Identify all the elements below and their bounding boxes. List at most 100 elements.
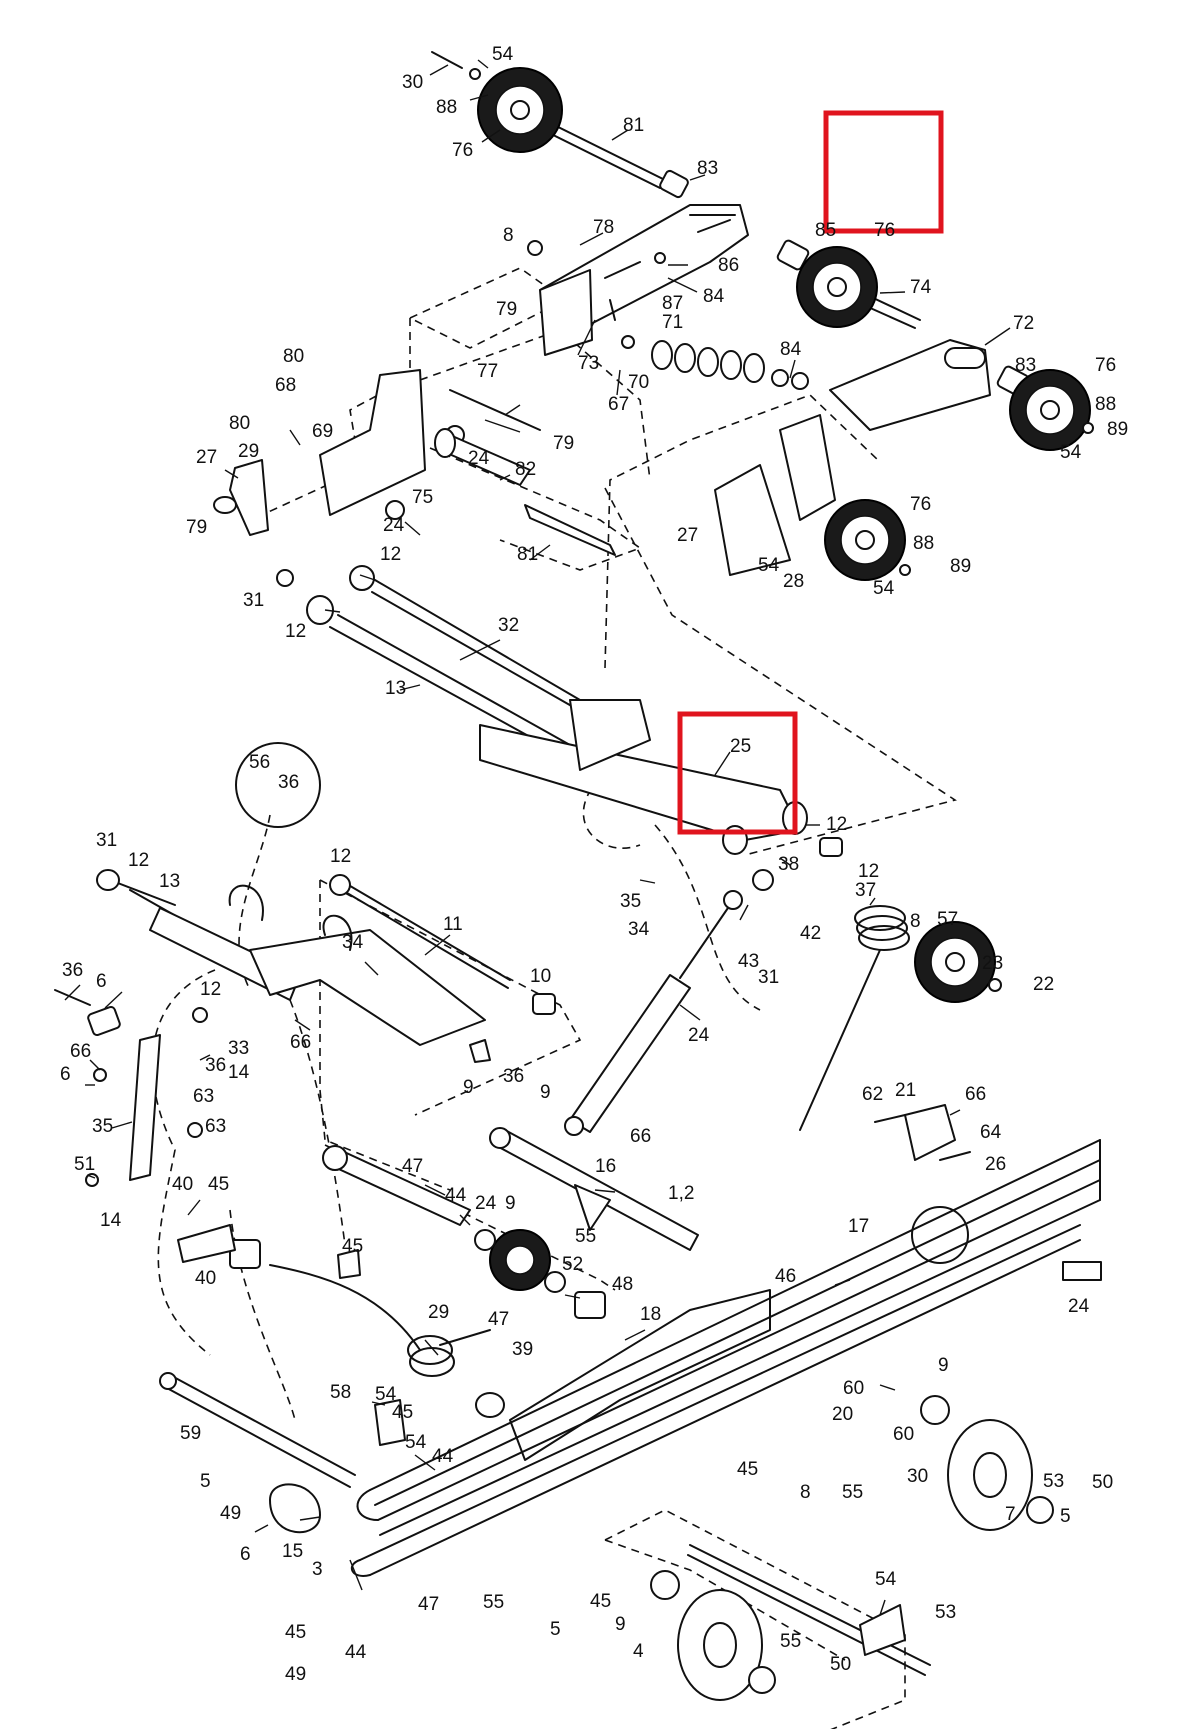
callout-label: 60	[893, 1424, 914, 1445]
callout-label: 76	[1095, 355, 1116, 376]
callout-label: 6	[60, 1064, 71, 1085]
callout-label: 72	[1013, 313, 1034, 334]
callout-label: 55	[483, 1592, 504, 1613]
callout-label: 56	[249, 752, 270, 773]
callout-label: 1,2	[668, 1183, 694, 1204]
leader-lines	[64, 59, 1011, 1616]
callout-label: 29	[428, 1302, 449, 1323]
callout-label: 79	[553, 433, 574, 454]
callout-label: 66	[290, 1032, 311, 1053]
callout-label: 22	[1033, 974, 1054, 995]
link-21	[54, 989, 208, 1187]
shaft-51	[322, 1127, 699, 1319]
callout-label: 45	[590, 1591, 611, 1612]
callout-label: 5	[200, 1471, 211, 1492]
callout-label: 45	[737, 1459, 758, 1480]
callout-label: 75	[412, 487, 433, 508]
callout-label: 79	[186, 517, 207, 538]
callout-label: 54	[873, 578, 895, 599]
callout-labels: 30 54 88 76 81 83 8 78 85 76 86 84 87 74…	[60, 44, 1128, 1685]
detail-inset-circle	[235, 742, 321, 828]
callout-label: 84	[703, 286, 725, 307]
callout-label: 4	[633, 1641, 644, 1662]
callout-label: 88	[436, 97, 457, 118]
callout-label: 43	[738, 951, 759, 972]
callout-label: 30	[402, 72, 423, 93]
callout-label: 12	[380, 544, 401, 565]
callout-label: 54	[875, 1569, 897, 1590]
callout-label: 9	[938, 1355, 949, 1376]
callout-label: 12	[128, 850, 149, 871]
right-frame	[714, 339, 1094, 581]
callout-label: 53	[935, 1602, 956, 1623]
spring-18	[177, 1224, 491, 1377]
callout-label: 24	[468, 448, 490, 469]
callout-label: 13	[385, 678, 406, 699]
callout-label: 13	[159, 871, 180, 892]
callout-label: 30	[907, 1466, 928, 1487]
callout-label: 85	[815, 220, 836, 241]
callout-label: 15	[282, 1541, 303, 1562]
callout-label: 40	[195, 1268, 216, 1289]
callout-label: 6	[96, 971, 107, 992]
slider-blocks	[374, 1104, 971, 1446]
callout-label: 28	[783, 571, 804, 592]
callout-label: 3	[312, 1559, 323, 1580]
callout-label: 49	[285, 1664, 306, 1685]
cross-shaft-82	[434, 389, 616, 556]
callout-label: 29	[238, 441, 259, 462]
callout-label: 53	[1043, 1471, 1064, 1492]
callout-label: 76	[910, 494, 931, 515]
callout-label: 39	[512, 1339, 533, 1360]
callout-label: 76	[874, 220, 895, 241]
callout-label: 60	[843, 1378, 864, 1399]
highlight-box-upper	[823, 110, 944, 234]
callout-label: 6	[240, 1544, 251, 1565]
callout-label: 66	[70, 1041, 91, 1062]
callout-label: 83	[1015, 355, 1036, 376]
callout-label: 63	[205, 1116, 226, 1137]
callout-label: 9	[505, 1193, 516, 1214]
callout-label: 17	[848, 1216, 869, 1237]
callout-label: 14	[228, 1062, 250, 1083]
callout-label: 20	[832, 1404, 853, 1425]
callout-label: 9	[540, 1082, 551, 1103]
callout-label: 44	[445, 1185, 467, 1206]
callout-label: 48	[612, 1274, 633, 1295]
callout-label: 89	[1107, 419, 1128, 440]
callout-label: 45	[285, 1622, 306, 1643]
callout-label: 64	[980, 1122, 1002, 1143]
callout-label: 31	[96, 830, 117, 851]
spacer-rings	[621, 335, 809, 390]
callout-label: 24	[475, 1193, 497, 1214]
callout-label: 12	[826, 814, 847, 835]
callout-label: 77	[477, 361, 498, 382]
callout-label: 27	[677, 525, 698, 546]
callout-label: 51	[74, 1154, 95, 1175]
callout-label: 24	[1068, 1296, 1090, 1317]
callout-label: 68	[275, 375, 296, 396]
callout-label: 24	[383, 515, 405, 536]
callout-label: 57	[937, 909, 958, 930]
callout-label: 11	[443, 914, 463, 935]
callout-label: 88	[913, 533, 934, 554]
callout-label: 54	[1060, 442, 1082, 463]
callout-label: 42	[800, 923, 821, 944]
callout-label: 73	[578, 353, 599, 374]
callout-label: 32	[498, 615, 519, 636]
callout-label: 52	[562, 1254, 583, 1275]
callout-label: 54	[375, 1384, 397, 1405]
callout-label: 45	[342, 1236, 363, 1257]
callout-label: 44	[432, 1446, 454, 1467]
callout-label: 8	[910, 911, 921, 932]
callout-label: 59	[180, 1423, 201, 1444]
callout-label: 47	[418, 1594, 439, 1615]
callout-label: 45	[392, 1402, 413, 1423]
callout-label: 16	[595, 1156, 616, 1177]
callout-label: 25	[730, 736, 751, 757]
callout-label: 84	[780, 339, 802, 360]
callout-label: 63	[193, 1086, 214, 1107]
slide-rails	[350, 1139, 1102, 1577]
callout-label: 34	[342, 932, 364, 953]
